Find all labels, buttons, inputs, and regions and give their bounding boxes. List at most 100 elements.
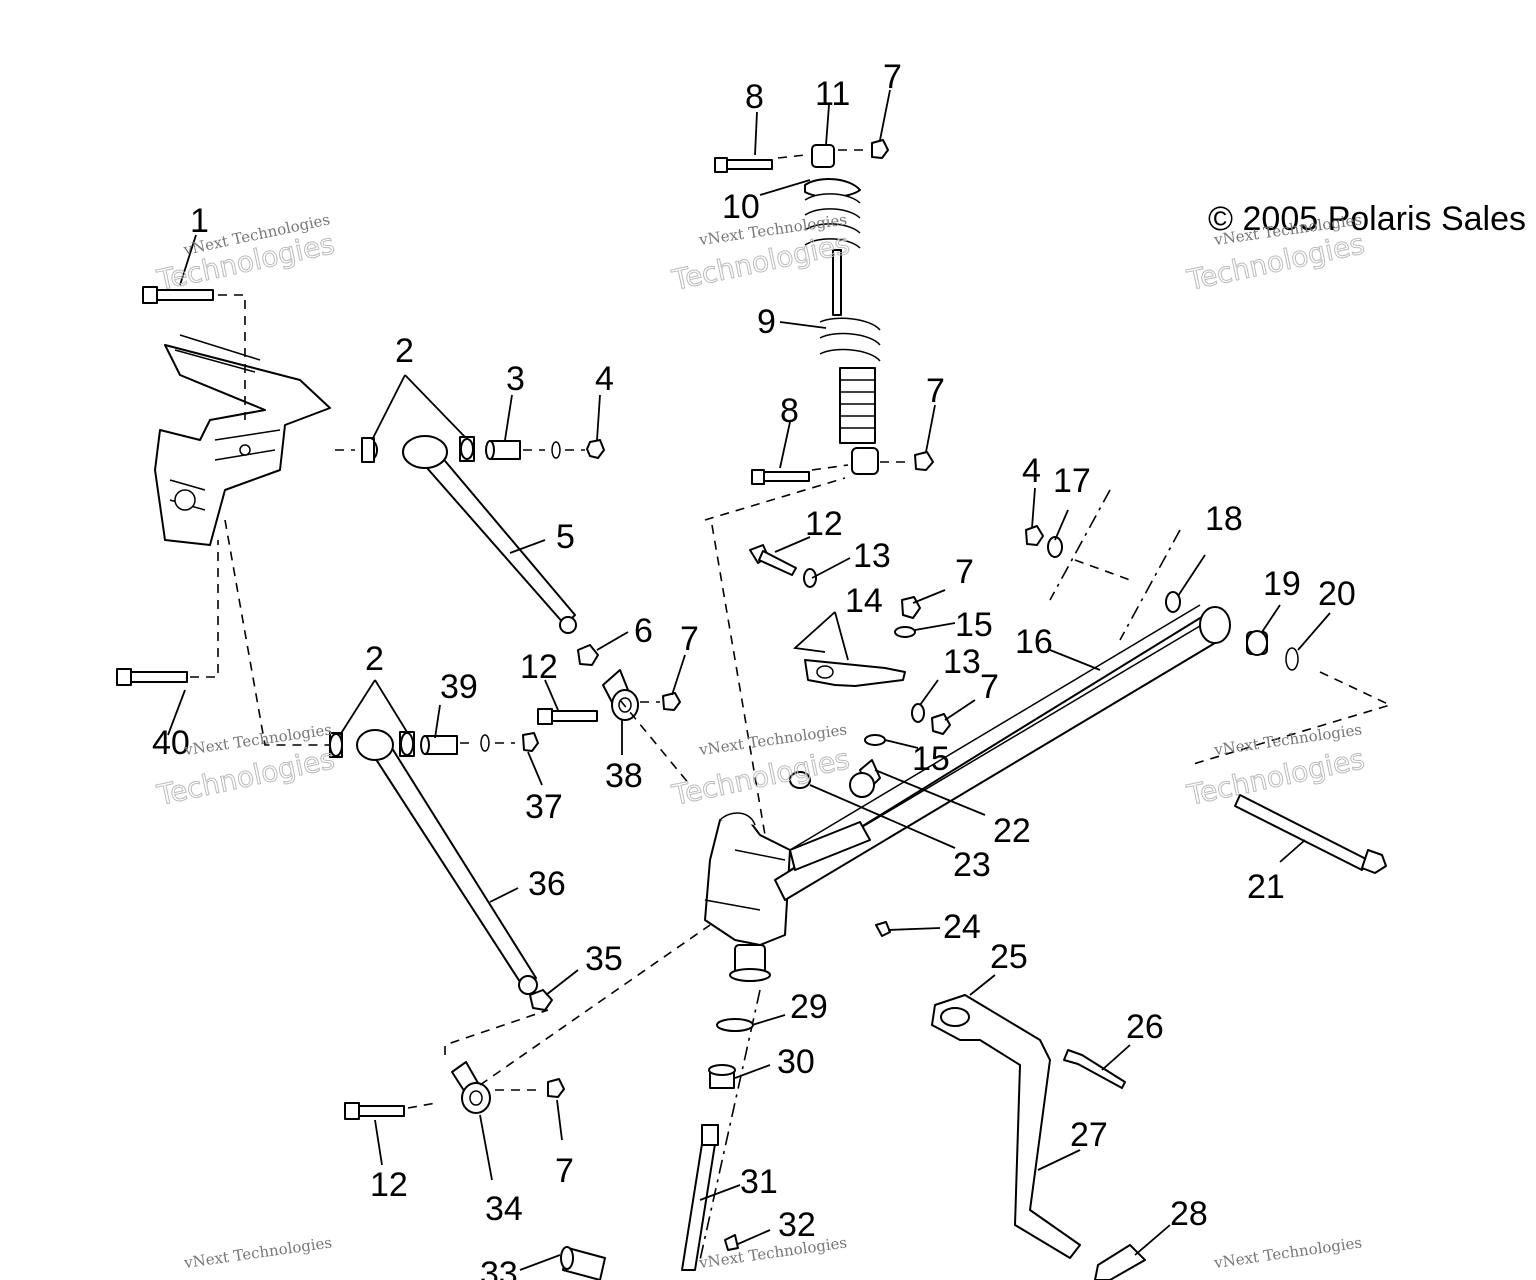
callout-38: 38 xyxy=(605,757,643,795)
callout-17: 17 xyxy=(1053,462,1091,500)
bushing-2-upper xyxy=(361,436,475,463)
callout-7-bottom: 7 xyxy=(980,668,999,706)
tie-rod-16 xyxy=(774,604,1231,901)
washer-15-bottom xyxy=(864,734,886,746)
callout-33: 33 xyxy=(480,1255,518,1280)
callout-13-top: 13 xyxy=(853,537,891,575)
callout-7-shock: 7 xyxy=(926,372,945,410)
sleeve-39 xyxy=(420,735,458,755)
callout-1: 1 xyxy=(190,202,209,240)
callout-18: 18 xyxy=(1205,500,1243,538)
callout-15-bottom: 15 xyxy=(912,740,950,778)
bolt-12-mid xyxy=(537,708,598,725)
callout-6: 6 xyxy=(634,612,653,650)
nut-7-shock xyxy=(914,451,934,471)
bolt-40 xyxy=(116,668,188,686)
callout-3: 3 xyxy=(506,360,525,398)
bolt-12-top xyxy=(749,544,797,576)
fitting-24 xyxy=(875,921,891,937)
fitting-32 xyxy=(724,1234,739,1251)
callout-26: 26 xyxy=(1126,1008,1164,1046)
watermark-text: vNext Technologies xyxy=(1212,1233,1363,1272)
callout-39: 39 xyxy=(440,668,478,706)
callout-11: 11 xyxy=(815,75,850,113)
nut-4-right xyxy=(1025,525,1044,546)
bolt-8-top xyxy=(714,157,773,173)
callout-32: 32 xyxy=(778,1206,816,1244)
washer-17 xyxy=(1047,536,1063,558)
callout-12-mid: 12 xyxy=(520,648,558,686)
washer-29 xyxy=(716,1018,754,1032)
upper-a-arm xyxy=(402,435,577,634)
callout-labels: 1 2 3 4 5 6 7 12 38 2 39 37 36 35 40 8 1… xyxy=(152,58,1356,1280)
oring-upper xyxy=(551,441,561,459)
spindle xyxy=(704,812,791,982)
callout-8-lower: 8 xyxy=(780,392,799,430)
callout-28: 28 xyxy=(1170,1195,1208,1233)
callout-5: 5 xyxy=(556,518,575,556)
nut-4-upper xyxy=(586,439,605,459)
callout-23: 23 xyxy=(953,846,991,884)
steering-arm-27 xyxy=(931,994,1081,1259)
callout-30: 30 xyxy=(777,1043,815,1081)
sleeve-3 xyxy=(485,440,521,460)
callout-14: 14 xyxy=(845,582,883,620)
oring-lower xyxy=(480,734,490,752)
callout-34: 34 xyxy=(485,1190,523,1228)
watermark-text: vNext Technologies xyxy=(697,1233,848,1272)
shock-absorber xyxy=(804,144,881,475)
bolt-12-lower xyxy=(344,1102,405,1120)
clamp-28 xyxy=(1094,1244,1146,1280)
callout-7-lower: 7 xyxy=(555,1152,574,1190)
bracket-14 xyxy=(804,659,906,687)
washer-18 xyxy=(1165,591,1181,613)
washer-13-top xyxy=(803,568,817,588)
callout-9: 9 xyxy=(757,303,776,341)
callout-22: 22 xyxy=(993,812,1031,850)
watermark-text: vNext Technologies xyxy=(182,1233,333,1272)
nut-7-bottom xyxy=(931,713,951,735)
steering-post-31 xyxy=(681,1124,719,1271)
callout-20: 20 xyxy=(1318,575,1356,613)
ball-joint-34 xyxy=(451,1061,491,1114)
watermark-text: Technologies xyxy=(669,742,853,812)
callout-12-top: 12 xyxy=(805,505,843,543)
frame-bracket xyxy=(154,334,331,546)
bushing-2-lower xyxy=(329,731,415,758)
callout-13-bottom: 13 xyxy=(943,643,981,681)
callout-24: 24 xyxy=(943,908,981,946)
bolt-8-lower xyxy=(751,469,810,485)
callout-7-mid: 7 xyxy=(680,620,699,658)
callout-16: 16 xyxy=(1015,623,1053,661)
callout-27: 27 xyxy=(1070,1116,1108,1154)
watermark-text: Technologies xyxy=(1184,742,1368,812)
nut-7-lower xyxy=(547,1078,565,1098)
callout-7-top: 7 xyxy=(883,58,902,96)
callout-8-top: 8 xyxy=(745,78,764,116)
bushing-19 xyxy=(1246,630,1268,656)
bushing-30 xyxy=(708,1064,736,1089)
copyright-notice: © 2005 Polaris Sales xyxy=(1208,200,1526,238)
callout-19: 19 xyxy=(1263,565,1301,603)
tie-rod-end-22 xyxy=(849,759,881,798)
callout-35: 35 xyxy=(585,940,623,978)
callout-29: 29 xyxy=(790,988,828,1026)
bolt-1 xyxy=(142,286,214,304)
ball-joint-38 xyxy=(602,669,639,721)
callout-2-upper: 2 xyxy=(395,332,414,370)
callout-37: 37 xyxy=(525,788,563,826)
bolt-21 xyxy=(1234,794,1387,874)
callout-36: 36 xyxy=(528,865,566,903)
callout-21: 21 xyxy=(1247,868,1285,906)
callout-4-upper: 4 xyxy=(595,360,614,398)
boot-23 xyxy=(789,771,811,789)
washer-15-top xyxy=(894,626,916,638)
nut-7-top xyxy=(871,139,889,159)
nut-7-mid xyxy=(662,692,681,711)
callout-15-top: 15 xyxy=(955,606,993,644)
callout-31: 31 xyxy=(740,1163,778,1201)
callout-7-bracket: 7 xyxy=(955,553,974,591)
oring-20 xyxy=(1285,647,1299,671)
callout-25: 25 xyxy=(990,938,1028,976)
